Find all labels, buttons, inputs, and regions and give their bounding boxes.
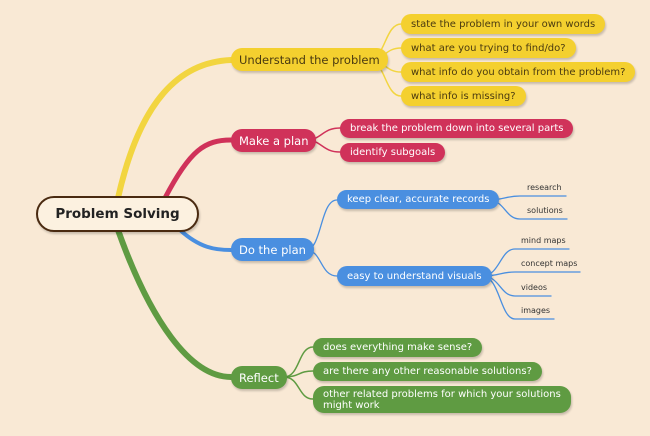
subtopic[interactable]: what info is missing?: [401, 86, 526, 106]
leaf[interactable]: research: [527, 183, 562, 192]
topic-reflect[interactable]: Reflect: [231, 366, 287, 389]
branch-reflect: [115, 227, 234, 380]
topic-make-plan[interactable]: Make a plan: [231, 129, 317, 152]
topic-do-plan[interactable]: Do the plan: [231, 238, 314, 261]
subtopic[interactable]: does everything make sense?: [313, 338, 483, 357]
subtopic[interactable]: keep clear, accurate records: [337, 190, 500, 209]
branch-plan: [162, 137, 234, 201]
subtopic[interactable]: identify subgoals: [340, 143, 446, 162]
subtopic[interactable]: what info do you obtain from the problem…: [401, 62, 636, 82]
leaf[interactable]: mind maps: [521, 236, 566, 245]
subtopic[interactable]: are there any other reasonable solutions…: [313, 362, 542, 381]
leaf[interactable]: images: [521, 306, 551, 315]
subtopic[interactable]: what are you trying to find/do?: [401, 38, 576, 58]
branch-understand: [115, 57, 234, 201]
subtopic[interactable]: break the problem down into several part…: [340, 119, 574, 138]
topic-understand[interactable]: Understand the problem: [231, 48, 388, 71]
leaf[interactable]: videos: [521, 283, 548, 292]
subtopic[interactable]: state the problem in your own words: [401, 14, 606, 34]
subtopic[interactable]: easy to understand visuals: [337, 266, 492, 286]
branch-do: [178, 228, 233, 252]
subtopic[interactable]: other related problems for which your so…: [313, 386, 571, 413]
central-topic[interactable]: Problem Solving: [36, 196, 199, 232]
leaf[interactable]: solutions: [527, 206, 563, 215]
leaf[interactable]: concept maps: [521, 259, 578, 268]
